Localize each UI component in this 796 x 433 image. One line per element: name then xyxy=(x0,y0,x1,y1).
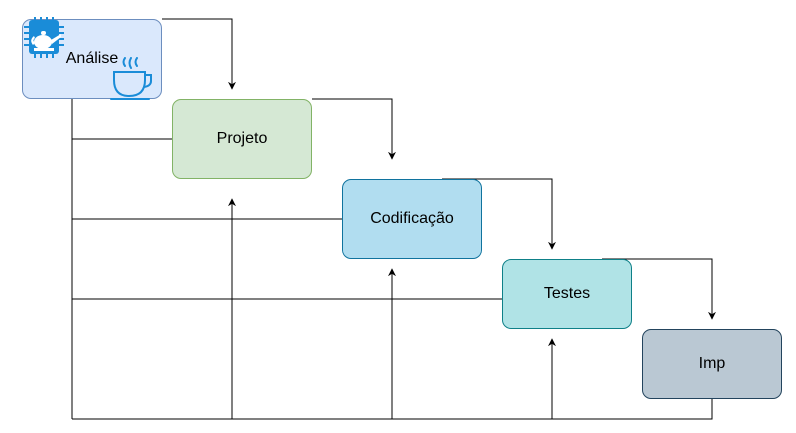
edge-codificacao-testes xyxy=(442,178,556,250)
node-codificacao-label: Codificação xyxy=(370,210,454,227)
node-codificacao[interactable]: Codificação xyxy=(342,179,482,259)
node-imp-label: Imp xyxy=(698,355,726,372)
edge-analise-projeto xyxy=(162,18,236,90)
coffee-cup-icon xyxy=(110,57,152,100)
node-imp[interactable]: Imp xyxy=(642,329,782,399)
node-testes[interactable]: Testes xyxy=(502,259,632,329)
node-projeto-label: Projeto xyxy=(216,130,268,147)
feedback-bottom xyxy=(72,399,713,420)
teapot-chip-icon xyxy=(24,17,64,58)
edge-testes-imp xyxy=(602,258,716,320)
node-analise-label: Análise xyxy=(65,50,119,67)
node-projeto[interactable]: Projeto xyxy=(172,99,312,179)
edge-projeto-codificacao xyxy=(312,98,396,160)
node-testes-label: Testes xyxy=(543,285,591,302)
